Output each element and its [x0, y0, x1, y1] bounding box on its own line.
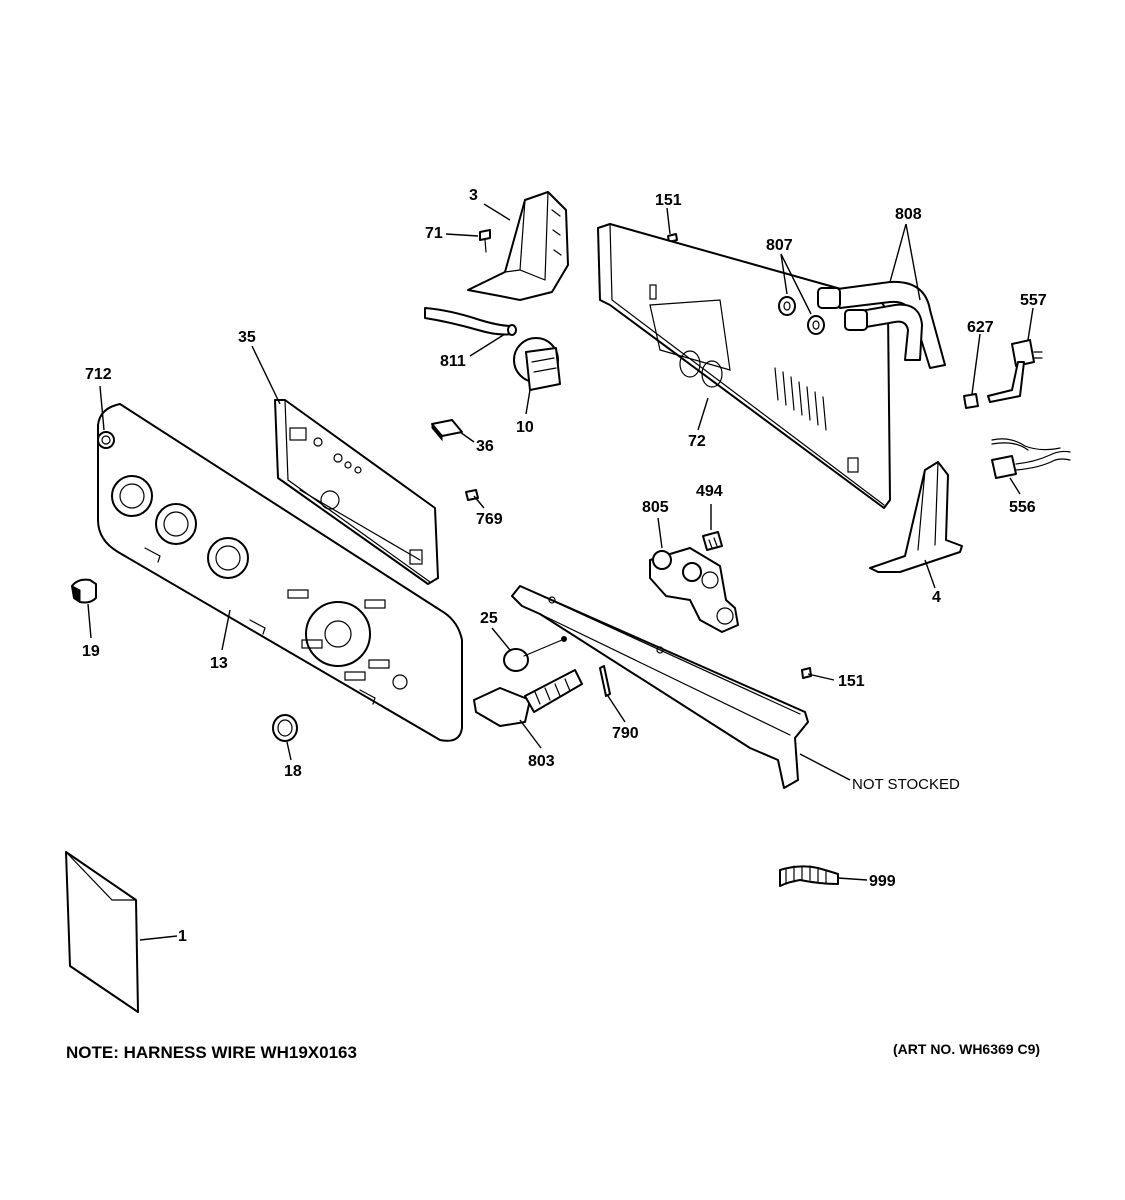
- callout-4: 4: [932, 589, 941, 606]
- callout-811: 811: [440, 353, 466, 370]
- callout-808: 808: [895, 206, 922, 223]
- callout-25: 25: [480, 610, 498, 627]
- part-35-control-board: [274, 399, 439, 585]
- callout-19: 19: [82, 643, 100, 660]
- callout-labels: 3 71 151 808 807 557 627 35 811 10 72 71…: [82, 187, 1047, 945]
- part-805-water-valve: [649, 547, 739, 633]
- callout-36: 36: [476, 438, 494, 455]
- part-25-float: [503, 636, 567, 672]
- part-151-screw-bottom: [801, 667, 812, 679]
- callout-807: 807: [766, 237, 793, 254]
- callout-18: 18: [284, 763, 302, 780]
- part-999-harness-wire: [779, 865, 839, 887]
- part-36-clip: [431, 419, 463, 442]
- callout-557: 557: [1020, 292, 1047, 309]
- part-71-screw: [479, 229, 491, 253]
- art-number: (ART NO. WH6369 C9): [893, 1041, 1041, 1057]
- part-19-knob: [71, 578, 97, 604]
- harness-wire-note: NOTE: HARNESS WIRE WH19X0163: [66, 1043, 357, 1062]
- callout-805: 805: [642, 499, 669, 516]
- callout-790: 790: [612, 725, 639, 742]
- callout-627: 627: [967, 319, 994, 336]
- callout-999: 999: [869, 873, 896, 890]
- part-not-stocked-tray: [511, 585, 809, 789]
- part-72-back-panel: [597, 223, 891, 509]
- callout-769: 769: [476, 511, 503, 528]
- callout-712: 712: [85, 366, 112, 383]
- callout-803: 803: [528, 753, 555, 770]
- part-808-hoses: [817, 280, 946, 369]
- leader-lines: [87, 203, 1034, 941]
- part-10-pressure-switch: [513, 337, 561, 391]
- callout-not-stocked: NOT STOCKED: [852, 776, 960, 793]
- callout-10: 10: [516, 419, 534, 436]
- part-557-switch: [987, 339, 1043, 403]
- callout-72: 72: [688, 433, 706, 450]
- callout-35: 35: [238, 329, 256, 346]
- callout-556: 556: [1009, 499, 1036, 516]
- part-1-owners-manual: [65, 851, 139, 1013]
- callout-3: 3: [469, 187, 478, 204]
- part-4-bracket: [869, 461, 963, 573]
- part-811-hose: [424, 307, 517, 336]
- part-627-clip: [963, 393, 979, 409]
- part-807-washers: [778, 296, 825, 335]
- callout-13: 13: [210, 655, 228, 672]
- callout-71: 71: [425, 225, 443, 242]
- callout-494: 494: [696, 483, 723, 500]
- part-3-bracket: [467, 191, 569, 301]
- part-494-connector: [702, 531, 723, 551]
- callout-151-top: 151: [655, 192, 682, 209]
- part-790-clip: [599, 665, 611, 697]
- callout-151-bottom: 151: [838, 673, 865, 690]
- part-13-control-panel: [97, 403, 463, 742]
- callout-1: 1: [178, 928, 187, 945]
- part-18-ring: [272, 714, 298, 742]
- part-556-connector: [991, 438, 1071, 479]
- part-803-air-dome: [473, 669, 583, 727]
